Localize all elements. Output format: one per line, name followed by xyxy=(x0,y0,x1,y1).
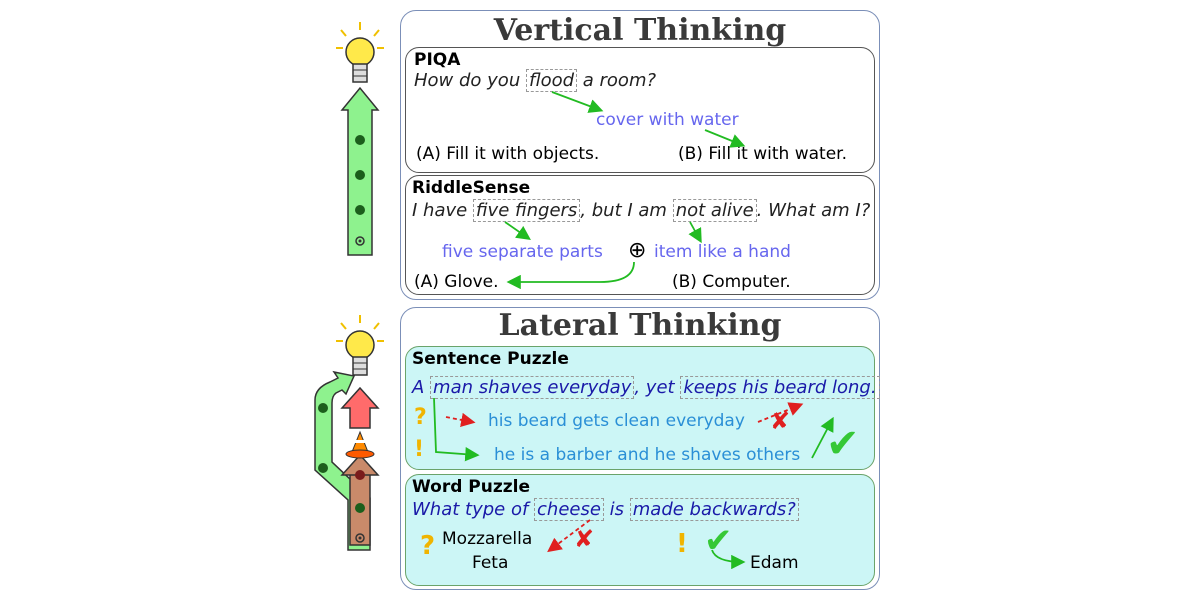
sentence-puzzle-question: A man shaves everyday, yet keeps his bea… xyxy=(412,376,880,399)
section-title: Vertical Thinking xyxy=(493,13,787,48)
arrow-wrong-to-x xyxy=(757,402,804,423)
sentence-wrong-answer: his beard gets clean everyday xyxy=(488,411,745,431)
riddlesense-label: RiddleSense xyxy=(412,178,531,198)
arrow-right-path xyxy=(433,397,480,462)
keyword-cheese: cheese xyxy=(534,498,604,521)
riddlesense-hint-1: five separate parts xyxy=(442,242,603,262)
word-wrong-answer-2: Feta xyxy=(472,553,509,573)
check-mark-icon: ✔ xyxy=(704,521,733,561)
vertical-thinking-panel: Vertical Thinking PIQA How do you flood … xyxy=(400,10,880,300)
lateral-thinking-panel: Lateral Thinking Sentence Puzzle A man s… xyxy=(400,307,880,590)
piqa-hint: cover with water xyxy=(596,110,739,130)
arrow-cheese-wrong xyxy=(547,519,591,553)
arrow-plus-to-option-a xyxy=(506,261,635,290)
sentence-puzzle-box: Sentence Puzzle A man shaves everyday, y… xyxy=(405,346,880,470)
wrong-x-icon: ✘ xyxy=(574,525,595,553)
wrong-x-icon: ✘ xyxy=(770,407,791,435)
arrow-fingers-to-parts xyxy=(504,221,531,241)
lightbulb-icon xyxy=(336,315,384,376)
plus-circle-icon: ⊕ xyxy=(628,238,647,263)
keyword-not-alive: not alive xyxy=(672,199,757,222)
keyword-five-fingers: five fingers xyxy=(472,199,581,222)
exclamation-icon: ! xyxy=(676,529,688,559)
arrow-flood-to-hint xyxy=(551,91,604,113)
word-right-answer: Edam xyxy=(750,553,799,573)
piqa-label: PIQA xyxy=(414,50,461,70)
piqa-option-b: (B) Fill it with water. xyxy=(678,144,847,164)
question-mark-icon: ? xyxy=(420,531,436,561)
exclamation-icon: ! xyxy=(414,437,425,462)
keyword-man-shaves: man shaves everyday xyxy=(430,376,635,399)
question-mark-icon: ? xyxy=(414,405,427,430)
word-puzzle-label: Word Puzzle xyxy=(412,477,531,497)
keyword-beard-long: keeps his beard long. xyxy=(680,376,880,399)
arrow-notalive-to-item xyxy=(688,221,702,244)
blocked-arrow-icon xyxy=(340,386,380,546)
sentence-right-answer: he is a barber and he shaves others xyxy=(494,445,801,465)
keyword-made-backwards: made backwards? xyxy=(629,498,799,521)
arrow-right-to-check xyxy=(811,416,834,459)
traffic-cone-icon xyxy=(345,430,375,459)
word-puzzle-box: Word Puzzle What type of cheese is made … xyxy=(405,474,875,586)
riddlesense-box: RiddleSense I have five fingers, but I a… xyxy=(405,175,875,295)
vertical-thinking-arrow-icon xyxy=(340,86,380,256)
riddlesense-option-a: (A) Glove. xyxy=(414,272,499,292)
riddlesense-hint-2: item like a hand xyxy=(654,242,791,262)
piqa-box: PIQA How do you flood a room? cover with… xyxy=(405,47,875,173)
arrow-check-to-edam xyxy=(711,549,746,570)
word-wrong-answer-1: Mozzarella xyxy=(442,529,533,549)
arrow-hint-to-option-b xyxy=(704,129,746,148)
arrow-wrong-path xyxy=(445,412,476,428)
piqa-question: How do you flood a room? xyxy=(414,69,657,92)
word-puzzle-question: What type of cheese is made backwards? xyxy=(412,498,799,521)
lightbulb-icon xyxy=(336,22,384,83)
piqa-option-a: (A) Fill it with objects. xyxy=(416,144,600,164)
section-title: Lateral Thinking xyxy=(498,308,782,343)
sentence-puzzle-label: Sentence Puzzle xyxy=(412,349,569,369)
keyword-flood: flood xyxy=(525,69,578,92)
riddlesense-option-b: (B) Computer. xyxy=(672,272,791,292)
riddlesense-question: I have five fingers, but I am not alive.… xyxy=(412,199,871,222)
